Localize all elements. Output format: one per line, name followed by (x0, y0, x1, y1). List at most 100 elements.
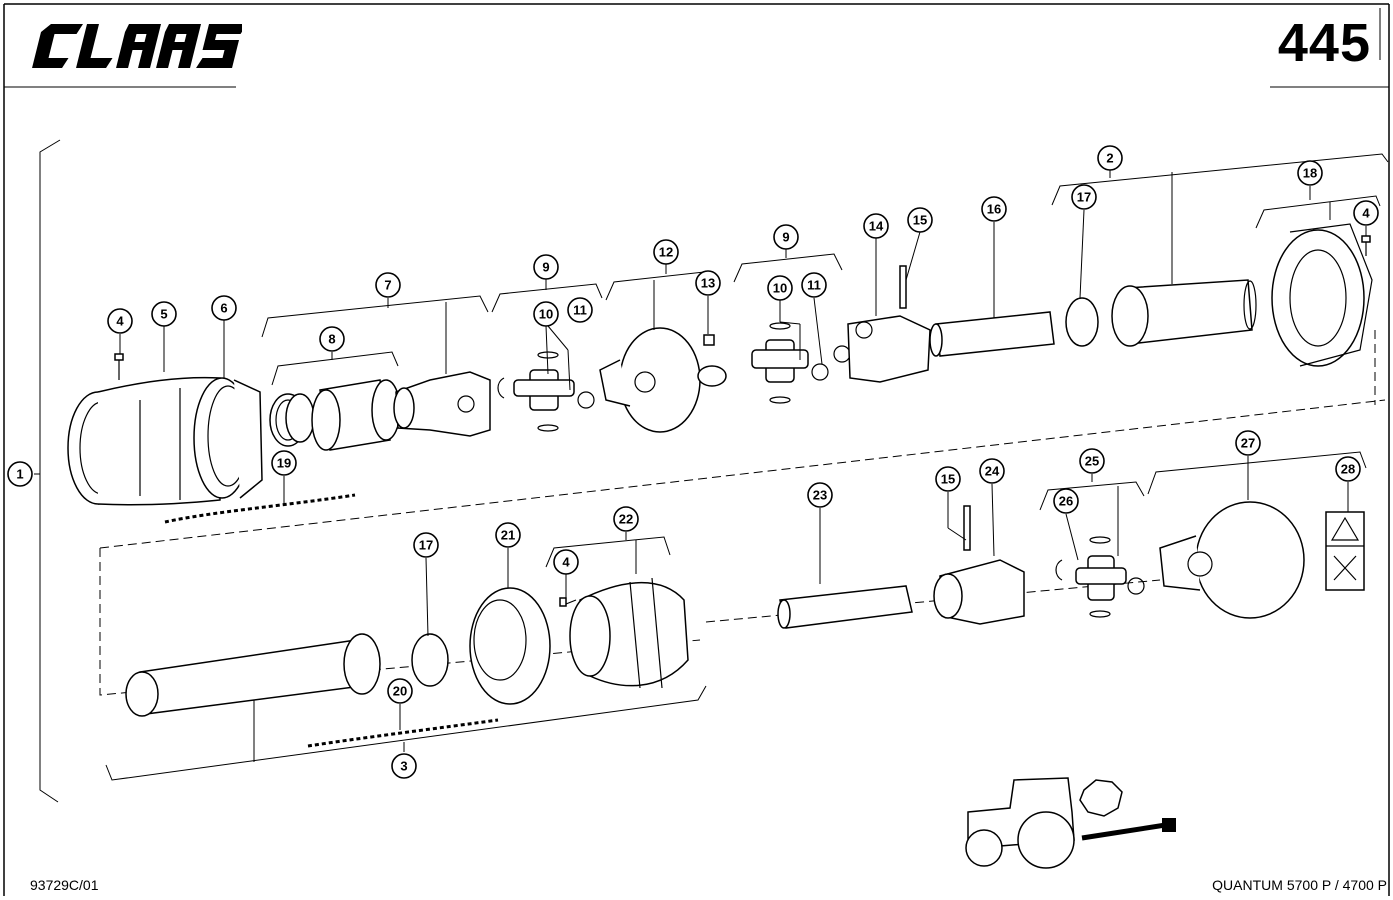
part-screw-4c (559, 597, 577, 607)
model-label: QUANTUM 5700 P / 4700 P (1212, 877, 1387, 893)
svg-text:23: 23 (813, 488, 827, 503)
callout-10-left: 10 (533, 301, 559, 327)
bracket-assembly-1 (34, 139, 61, 803)
svg-text:10: 10 (773, 281, 787, 296)
svg-text:8: 8 (328, 332, 335, 347)
part-housing-27 (1159, 501, 1305, 619)
part-guard-cone (67, 376, 263, 506)
callout-11-left: 11 (567, 297, 593, 323)
part-screw-4a (114, 353, 124, 380)
part-cross-kit-9a (497, 351, 595, 432)
svg-text:26: 26 (1059, 494, 1073, 509)
callout-23: 23 (807, 482, 833, 508)
part-warning-label-28 (1325, 511, 1365, 591)
part-yoke-7 (393, 371, 491, 437)
callout-25: 25 (1079, 448, 1105, 474)
part-inner-tube-23 (777, 585, 913, 629)
svg-text:3: 3 (400, 759, 407, 774)
callout-18: 18 (1297, 160, 1323, 186)
svg-text:5: 5 (160, 307, 167, 322)
callout-28: 28 (1335, 456, 1361, 482)
part-cross-kit-9b (751, 322, 851, 404)
part-outer-tube-2 (1111, 279, 1257, 347)
svg-text:1: 1 (16, 467, 23, 482)
svg-text:9: 9 (782, 230, 789, 245)
callout-5: 5 (151, 301, 177, 327)
callout-6: 6 (211, 295, 237, 321)
group-brackets (105, 153, 1389, 781)
callout-16: 16 (981, 196, 1007, 222)
callout-9-right: 9 (773, 224, 799, 250)
part-inner-tube-16 (929, 311, 1055, 357)
svg-text:11: 11 (807, 278, 821, 293)
svg-text:20: 20 (393, 684, 407, 699)
svg-text:25: 25 (1085, 454, 1099, 469)
svg-text:27: 27 (1241, 436, 1255, 451)
callout-19: 19 (271, 450, 297, 476)
svg-text:10: 10 (539, 307, 553, 322)
callout-26: 26 (1053, 488, 1079, 514)
svg-text:7: 7 (384, 278, 391, 293)
svg-text:6: 6 (220, 301, 227, 316)
callout-2: 2 (1097, 145, 1123, 171)
svg-text:15: 15 (913, 213, 927, 228)
svg-text:15: 15 (941, 472, 955, 487)
tractor-illustration (965, 777, 1176, 869)
part-pin-15a (899, 265, 907, 309)
svg-text:16: 16 (987, 202, 1001, 217)
part-chain-20 (307, 718, 499, 748)
callout-11-right: 11 (801, 272, 827, 298)
part-yoke-24 (933, 559, 1025, 625)
callout-17-lower: 17 (413, 532, 439, 558)
svg-text:21: 21 (501, 528, 515, 543)
part-clamp-ring-17a (1065, 297, 1099, 347)
page-number: 445 (1277, 13, 1371, 73)
callout-17-upper: 17 (1071, 184, 1097, 210)
svg-text:17: 17 (419, 538, 433, 553)
callout-8: 8 (319, 326, 345, 352)
svg-text:17: 17 (1077, 190, 1091, 205)
callout-4-left: 4 (107, 308, 133, 334)
callout-10-right: 10 (767, 275, 793, 301)
svg-text:12: 12 (659, 245, 673, 260)
part-bearing-ring-18 (1271, 223, 1373, 367)
svg-text:11: 11 (573, 303, 587, 318)
svg-text:18: 18 (1303, 166, 1317, 181)
svg-text:4: 4 (562, 555, 570, 570)
callout-15-upper: 15 (907, 207, 933, 233)
part-yoke-14 (847, 315, 931, 383)
part-cone-21 (469, 587, 551, 705)
part-screw-4b (1361, 235, 1371, 256)
svg-text:4: 4 (1362, 206, 1370, 221)
callout-4-right: 4 (1353, 200, 1379, 226)
part-pin-15b (963, 505, 971, 551)
callout-7: 7 (375, 272, 401, 298)
callout-21: 21 (495, 522, 521, 548)
drawing-code: 93729C/01 (30, 877, 99, 893)
part-clamp-ring-17b (411, 633, 449, 687)
section-boundary-upper (99, 399, 1386, 549)
svg-text:28: 28 (1341, 462, 1355, 477)
svg-text:24: 24 (985, 464, 1000, 479)
callout-22: 22 (613, 506, 639, 532)
callout-9-left: 9 (533, 254, 559, 280)
callout-3: 3 (391, 753, 417, 779)
callout-4-lower: 4 (553, 549, 579, 575)
svg-text:2: 2 (1106, 151, 1113, 166)
callout-13: 13 (695, 270, 721, 296)
callout-20: 20 (387, 678, 413, 704)
leader-lines (119, 170, 1367, 762)
callout-15-lower: 15 (935, 466, 961, 492)
part-bearing-rings-8 (269, 379, 401, 451)
part-chain-19 (164, 493, 356, 524)
svg-text:13: 13 (701, 276, 715, 291)
callout-27: 27 (1235, 430, 1261, 456)
svg-text:4: 4 (116, 314, 124, 329)
claas-logo (32, 24, 242, 68)
part-grease-nipple-13 (703, 334, 715, 346)
svg-text:14: 14 (869, 219, 884, 234)
callout-12: 12 (653, 239, 679, 265)
part-guard-cone-22 (569, 577, 689, 689)
part-outer-tube-lower (125, 633, 381, 717)
